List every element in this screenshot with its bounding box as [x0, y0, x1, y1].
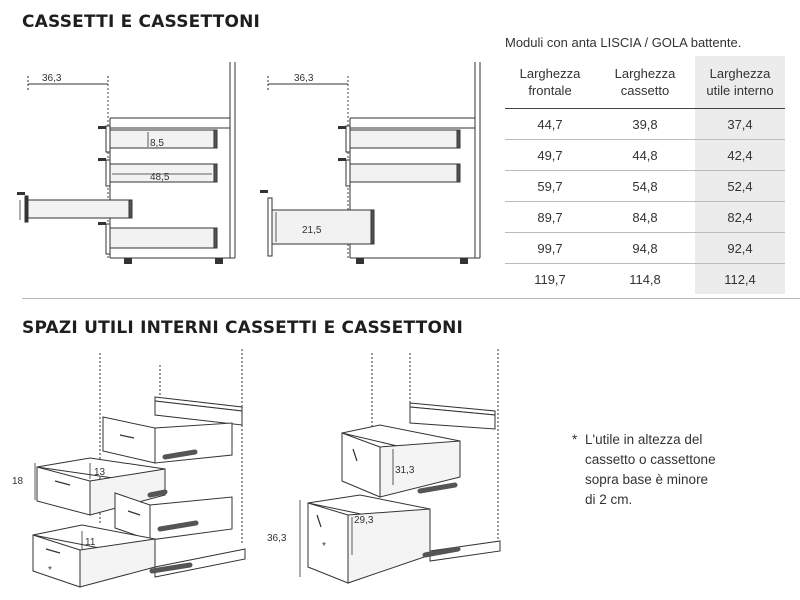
dim-large-lower-label: 29,3	[354, 515, 374, 526]
table-caption: Moduli con anta LISCIA / GOLA battente.	[505, 35, 742, 50]
footnote-asterisk: *	[572, 432, 578, 447]
dim-interior-height-label: 18	[12, 476, 24, 487]
dim-large-depth-label: 36,3	[294, 73, 314, 84]
dim-depth-label: 36,3	[42, 73, 62, 84]
section-title-interior-spaces: SPAZI UTILI INTERNI CASSETTI E CASSETTON…	[22, 318, 464, 338]
drawing-asterisk-right: *	[322, 541, 326, 552]
dim-drawer-inner-label: 48,5	[150, 172, 170, 183]
footnote-line: di 2 cm.	[585, 492, 633, 507]
footnote: * L'utile in altezza del cassetto o cass…	[572, 430, 716, 510]
dim-drawer-height-label: 8,5	[150, 138, 164, 149]
footnote-line: cassetto o cassettone	[585, 452, 716, 467]
footnote-line: L'utile in altezza del	[585, 432, 703, 447]
drawers-isometric-drawing: 18 13 11 *	[12, 349, 246, 588]
dim-lower-inner-label: 11	[85, 537, 96, 548]
footnote-line: sopra base è minore	[585, 472, 709, 487]
dim-large-height-label: 21,5	[302, 225, 322, 236]
large-drawers-isometric-drawing: 36,3 31,3 29,3 *	[267, 349, 501, 584]
section-divider	[22, 298, 800, 299]
dim-upper-inner-label: 13	[94, 467, 106, 478]
large-drawer-side-view-drawing: 36,3 21,5	[260, 62, 481, 264]
drawing-asterisk-left: *	[48, 565, 52, 576]
dim-large-total-label: 36,3	[267, 533, 287, 544]
section-title-drawers: CASSETTI E CASSETTONI	[22, 12, 261, 32]
dim-large-upper-label: 31,3	[395, 465, 415, 476]
drawers-side-view-drawing: 36,3 8,5 48,5	[17, 62, 236, 264]
